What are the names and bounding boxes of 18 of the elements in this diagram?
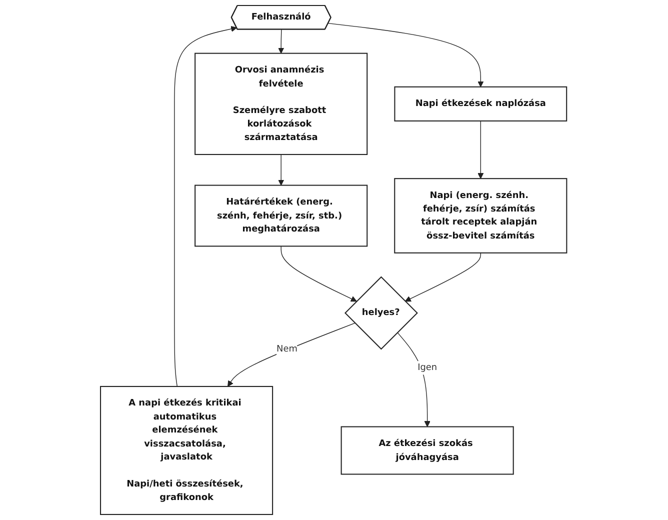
node-box: Orvosi anamnézis felvétele Személyre szabott korlátozások származtatása [194, 52, 368, 155]
arrow [328, 23, 484, 88]
arrow [174, 26, 238, 387]
node-diamond: helyes? [344, 276, 418, 350]
node-box: Az étkezési szokás jóváhagyása [341, 426, 514, 475]
node-box: Napi (energ. szénh. fehérje, zsír) számítás tárolt receptek alapján össz-bevitel számítás [394, 178, 568, 254]
arrow [397, 332, 431, 428]
arrow [478, 120, 484, 179]
arrow [278, 154, 285, 186]
node-box: Határértékek (energ. szénh, fehérje, zsír, stb.) meghatározása [194, 184, 368, 247]
arrow [281, 246, 358, 302]
arrow [228, 322, 356, 387]
edge-label: Nem [276, 344, 298, 354]
arrow [405, 252, 482, 302]
edge-label: Igen [418, 362, 438, 373]
arrow [278, 29, 285, 54]
node-box: A napi étkezés kritikai automatikus elemzésének visszacsatolása, javaslatok Napi/heti összesítések, grafikonok [100, 386, 274, 515]
node-box: Napi étkezések naplózása [394, 86, 568, 122]
